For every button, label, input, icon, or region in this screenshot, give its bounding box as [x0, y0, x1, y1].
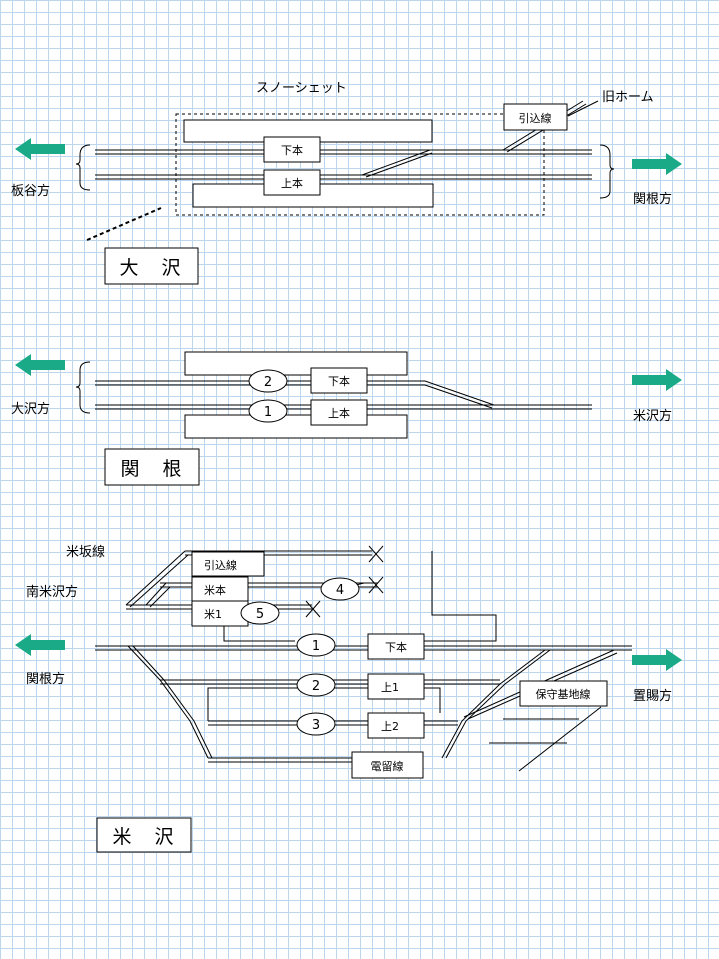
siding-box	[191, 551, 265, 577]
track-number-2	[296, 673, 336, 697]
arrow-right-icon	[632, 153, 682, 175]
track-number-4	[320, 577, 360, 601]
down-main-label: 下本	[385, 640, 407, 654]
arrow-left-icon	[15, 634, 65, 656]
siding-label: 引込線	[204, 558, 237, 572]
track-number-4-label: 4	[336, 583, 344, 598]
direction-right-label: 米沢方	[633, 408, 672, 424]
platform-bottom	[184, 414, 408, 439]
minami-yonezawa-label: 南米沢方	[26, 584, 78, 600]
platform-top	[184, 351, 408, 376]
snowshed-label: スノーシェット	[256, 81, 347, 96]
bumper-icon	[305, 600, 321, 618]
station-name-box	[96, 817, 192, 853]
track-number-5-label: 5	[256, 607, 264, 622]
direction-left-label: 大沢方	[11, 401, 50, 417]
up1-label: 上1	[381, 681, 399, 694]
down-main-label: 下本	[328, 374, 350, 388]
track-number-3-label: 3	[312, 718, 320, 733]
track-number-1	[248, 399, 288, 423]
up-main-label: 上本	[281, 176, 303, 190]
up-main-label: 上本	[328, 406, 350, 420]
crossover-b	[365, 152, 433, 178]
yonesaka-line-label: 米坂線	[66, 544, 105, 560]
branch-diag-2	[129, 554, 189, 608]
yone1-box	[191, 600, 249, 627]
track-number-2	[248, 369, 288, 393]
station-name-box	[104, 448, 200, 486]
sekine-section: 2 1 下本 上本 大沢方 米沢方 関 根	[11, 351, 682, 486]
yonezawa-section: 米坂線 南米沢方	[15, 544, 682, 853]
down-main-box	[367, 633, 425, 660]
up-main-box	[310, 399, 368, 426]
snowshed-extension	[86, 207, 162, 241]
yard-outline-left	[223, 626, 295, 642]
hoshu-line-3	[518, 706, 602, 772]
track-number-1-label: 1	[264, 405, 272, 420]
station-name: 大 沢	[119, 257, 182, 279]
up1-box	[367, 673, 425, 700]
down-main-box	[310, 367, 368, 394]
arrow-right-icon	[632, 649, 682, 671]
track-number-1-label: 1	[312, 639, 320, 654]
siding-box	[503, 103, 568, 131]
up-main-box	[263, 169, 321, 196]
hoshu-label: 保守基地線	[536, 687, 591, 701]
densha-box	[351, 751, 424, 779]
right-brace	[599, 144, 615, 199]
crossover-a	[361, 149, 431, 176]
left-curve-a	[127, 645, 209, 759]
bumper-icon	[368, 545, 384, 563]
branch-diag-4	[149, 586, 171, 608]
old-home-label: 旧ホーム	[602, 90, 654, 105]
densha-label: 電留線	[371, 759, 404, 773]
up2-label: 上2	[381, 720, 399, 733]
siding-label: 引込線	[519, 111, 552, 125]
yone-main-label: 米本	[204, 583, 226, 597]
left-brace	[75, 361, 91, 414]
station-name-box	[104, 247, 199, 285]
right-curve-a	[441, 649, 546, 759]
yone-main-box	[191, 576, 249, 602]
down-main-box	[263, 136, 321, 163]
station-name: 米 沢	[112, 826, 175, 848]
direction-right-label: 置賜方	[633, 688, 672, 704]
right-curve-b	[445, 649, 551, 759]
direction-left-label: 関根方	[26, 671, 65, 687]
track-number-3	[296, 712, 336, 736]
down-main-label: 下本	[281, 143, 303, 157]
direction-right-label: 関根方	[633, 191, 672, 207]
osawa-section: スノーシェット 旧ホーム 下本 上本 引込線 板谷方	[11, 81, 682, 285]
turnout-b	[424, 384, 493, 409]
up2-box	[367, 712, 425, 739]
arrow-left-icon	[15, 138, 65, 160]
track-number-2-label: 2	[264, 375, 272, 390]
track-number-5	[240, 601, 280, 625]
branch-diag-3	[145, 582, 167, 606]
direction-left-label: 板谷方	[11, 183, 50, 199]
yard-outline	[424, 551, 497, 642]
arrow-right-icon	[632, 369, 682, 391]
yone1-label: 米1	[204, 608, 222, 621]
hoshu-box	[519, 680, 608, 707]
old-home-pointer	[567, 100, 599, 117]
left-brace	[75, 144, 91, 191]
left-curve-b	[132, 645, 213, 759]
branch-diag-1	[125, 550, 186, 606]
station-name: 関 根	[120, 458, 183, 480]
turnout-a	[424, 380, 495, 406]
bumper-icon	[368, 576, 384, 594]
arrow-left-icon	[15, 354, 65, 376]
track-number-1	[296, 633, 336, 657]
track-number-2-label: 2	[312, 679, 320, 694]
